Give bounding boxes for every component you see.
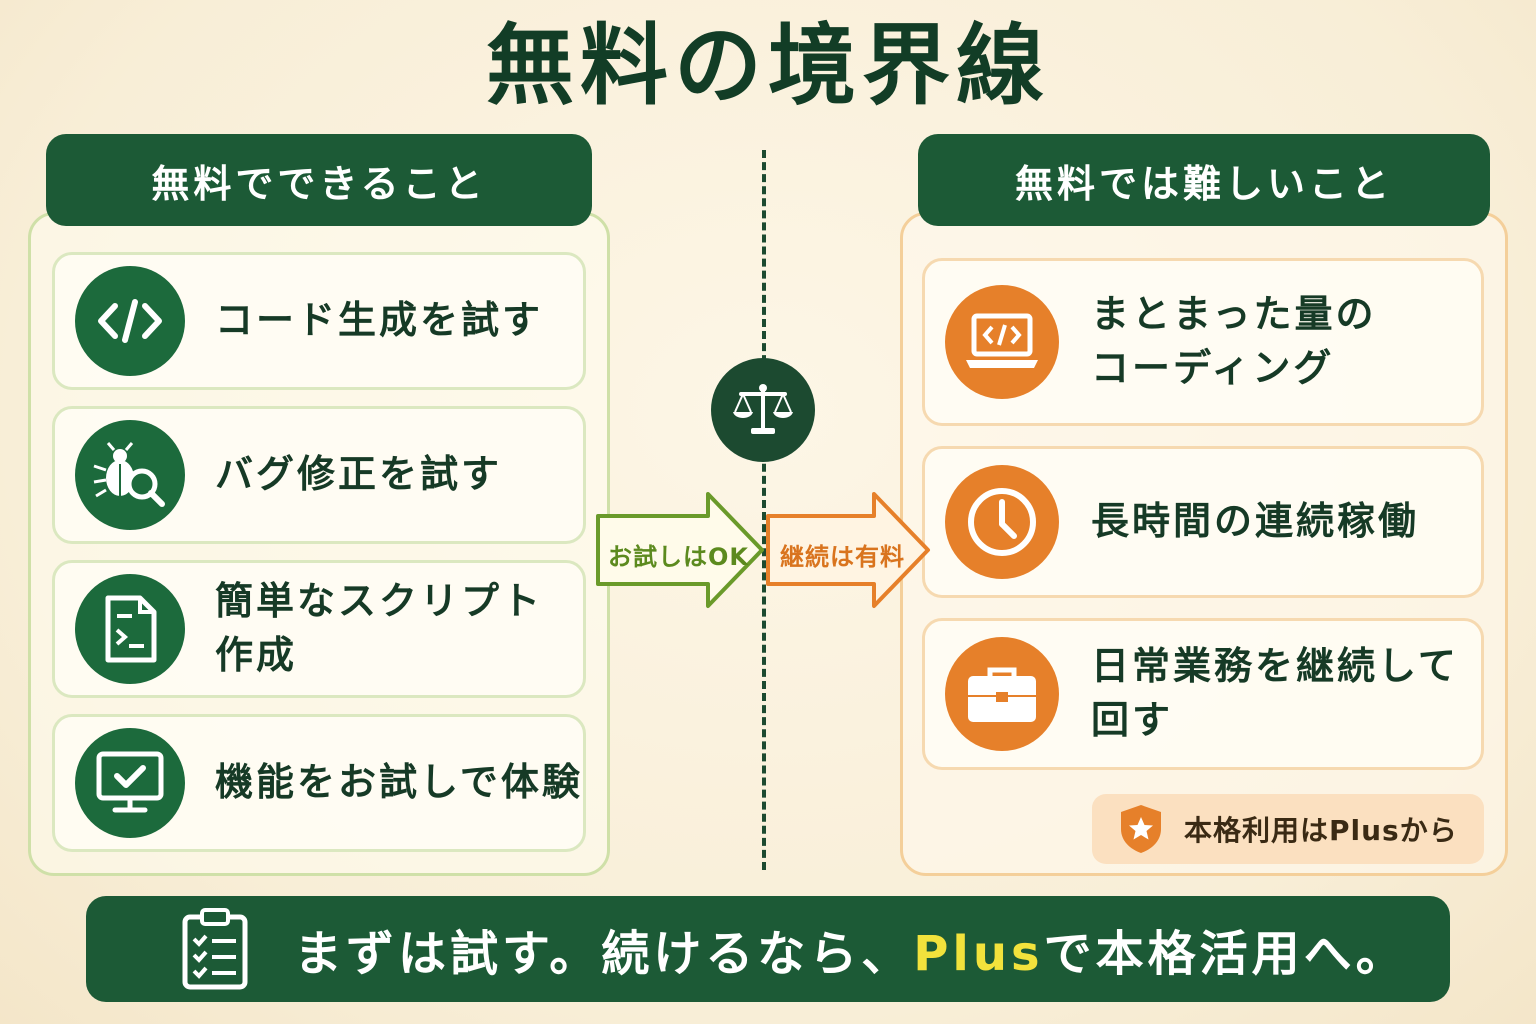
paid-item-long-running: 長時間の連続稼働 [922,446,1484,598]
bug-search-icon [75,420,185,530]
paid-continuation-arrow [766,492,930,608]
free-item-label: バグ修正を試す [215,452,503,497]
center-divider [762,150,766,870]
flow-arrows [596,492,930,608]
clock-icon [945,465,1059,579]
plus-badge: 本格利用はPlusから [1092,794,1484,864]
free-item-simple-script: 簡単なスクリプト作成 [52,560,586,698]
paid-continuation-label: 継続は有料 [780,543,905,571]
free-item-code-generation: コード生成を試す [52,252,586,390]
bottom-message-pre: まずは試す。続けるなら、 [294,926,914,982]
code-icon [75,266,185,376]
page-title: 無料の境界線 [485,14,1050,117]
briefcase-icon [945,637,1059,751]
free-item-bug-fix: バグ修正を試す [52,406,586,544]
paid-item-label: まとまった量の コーディング [1091,292,1377,390]
monitor-check-icon [75,728,185,838]
script-file-icon [75,574,185,684]
paid-item-label: 長時間の連続稼働 [1091,499,1420,544]
paid-item-label: 日常業務を継続して回す [1091,644,1459,742]
plus-highlight: Plus [913,926,1044,982]
plus-badge-text: 本格利用はPlusから [1184,814,1458,847]
free-panel-heading: 無料でできること [46,134,592,226]
shield-star-icon [1121,805,1161,853]
free-item-label: 機能をお試しで体験 [215,760,583,805]
bottom-message: まずは試す。続けるなら、Plusで本格活用へ。 [294,914,1408,984]
paid-panel-heading: 無料では難しいこと [918,134,1490,226]
laptop-code-icon [945,285,1059,399]
paid-item-bulk-coding: まとまった量の コーディング [922,258,1484,426]
bottom-message-bar: まずは試す。続けるなら、Plusで本格活用へ。 [86,896,1450,1002]
free-item-trial: 機能をお試しで体験 [52,714,586,852]
trial-ok-arrow [596,492,764,608]
scale-icon [711,358,815,462]
clipboard-checklist-icon [182,908,248,990]
paid-item-daily-operations: 日常業務を継続して回す [922,618,1484,770]
free-item-label: 簡単なスクリプト作成 [215,579,544,677]
bottom-message-post: で本格活用へ。 [1043,926,1408,982]
free-item-label: コード生成を試す [215,298,544,343]
trial-ok-label: お試しはOK [608,543,749,571]
